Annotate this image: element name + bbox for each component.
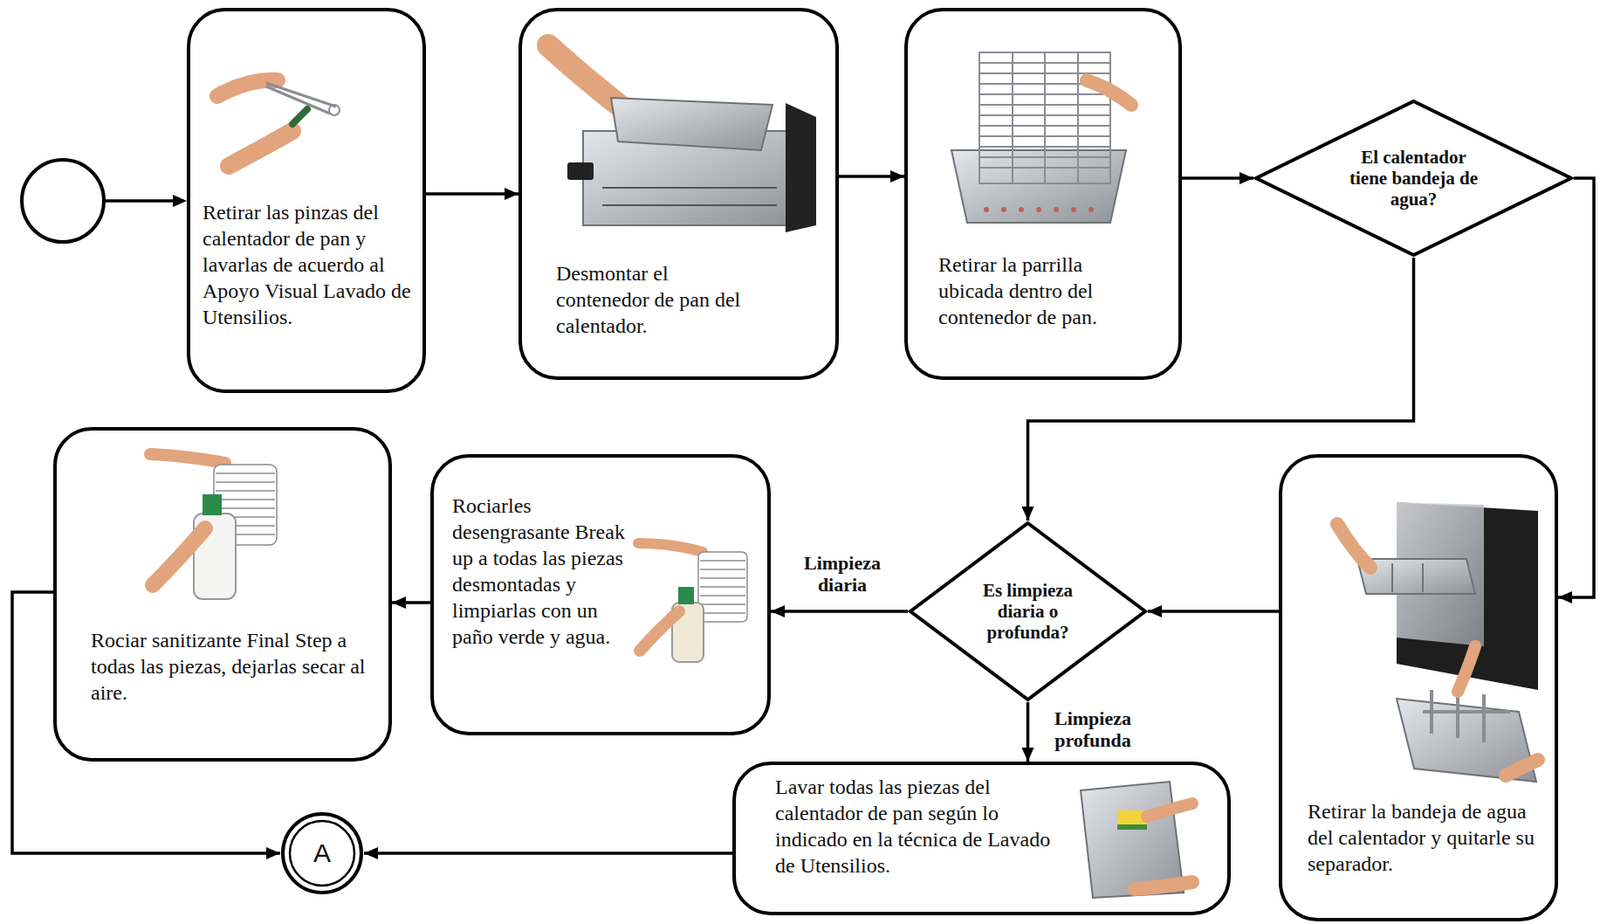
step-text: Rociarles desengrasante Break up a todas… [452,492,632,650]
flow-arrow [838,174,905,179]
null [1036,206,1042,213]
spray-photo [150,453,277,599]
start-event [172,194,187,207]
circle-outline [289,820,355,886]
rack-photo [951,52,1132,223]
diamond-outline [910,522,1146,700]
washing-photo [1146,803,1193,817]
process-box: Retirar las pinzas del calentador de pan… [186,7,426,393]
tongs-photo [228,130,293,166]
rack-photo [951,150,1127,223]
flow-arrow [1026,701,1031,762]
flow-arrow [425,192,519,196]
null [983,206,989,213]
flow-arrow [1147,609,1279,613]
spray-photo [150,453,226,463]
null [979,52,1111,184]
null [700,560,746,613]
tongs-photo [266,82,337,114]
flow-arrow [1181,176,1254,180]
diamond-outline [1256,101,1572,255]
water-tray-photo [1337,501,1539,782]
connector-letter: A [295,839,349,866]
null [1012,52,1079,184]
water-tray-photo [1505,759,1539,776]
step-text: Desmontar el contenedor de pan del calen… [556,260,757,339]
process-box: Rociar sanitizante Final Step a todas la… [53,426,392,762]
null [1053,206,1059,213]
step-text: Retirar las pinzas del calentador de pan… [202,199,414,330]
flow-arrow [770,609,908,613]
process-box: Retirar la parrilla ubicada dentro del c… [904,7,1182,380]
tongs-photo [329,104,340,116]
decision-diamond: El calentador tiene bandeja de agua? [1253,98,1574,258]
flow-arrow [363,851,733,855]
start-event [21,159,104,242]
circle-outline [282,813,362,893]
connector-circle: A [280,810,364,895]
washing-photo [1134,881,1193,889]
tongs-photo [217,80,340,166]
water-tray-photo [1457,645,1476,692]
washing-photo [1117,824,1147,830]
flow-arrow [1558,178,1594,598]
warmer-photo [602,186,777,189]
null [1088,206,1094,213]
water-tray-photo [1337,523,1371,568]
step-text: Rociar sanitizante Final Step a todas la… [90,626,371,706]
washing-photo [1080,781,1193,898]
spray-photo [152,528,206,585]
spray-photo [639,611,680,651]
null [698,551,748,622]
spray-photo [678,586,694,605]
warmer-photo [785,103,817,233]
water-tray-photo [1392,563,1423,592]
rack-photo [1086,80,1132,105]
warmer-photo [602,204,777,207]
null [698,551,748,622]
null [979,52,1111,184]
warmer-photo [567,162,594,180]
warmer-photo [548,45,817,233]
edge-label: Limpieza diaria [794,551,891,597]
null [1071,206,1077,213]
process-box: Rociarles desengrasante Break up a todas… [430,453,771,735]
step-text: Retirar la parrilla ubicada dentro del c… [938,251,1135,330]
tongs-photo [292,109,308,124]
step-text: Retirar la bandeja de agua del calentado… [1307,797,1552,877]
null [983,206,1094,213]
process-box: Desmontar el contenedor de pan del calen… [518,7,839,380]
process-box: Retirar la bandeja de agua del calentado… [1278,453,1559,921]
start-event [21,159,187,242]
decision-text: El calentador tiene bandeja de agua? [1348,146,1480,210]
spray-photo [638,542,748,662]
start-event [104,199,173,203]
edge-label: Limpieza profunda [1040,707,1146,752]
null [1018,206,1024,213]
flow-arrow [391,600,431,605]
process-box: Lavar todas las piezas del calentador de… [732,761,1231,915]
spray-photo [202,494,222,516]
decision-diamond: Es limpieza diaria o profunda? [907,520,1148,702]
null [1001,206,1007,213]
water-tray-photo [1422,689,1511,742]
decision-text: Es limpieza diaria o profunda? [968,579,1087,643]
step-text: Lavar todas las piezas del calentador de… [775,773,1072,879]
spray-photo [638,542,703,552]
warmer-photo [611,97,773,151]
